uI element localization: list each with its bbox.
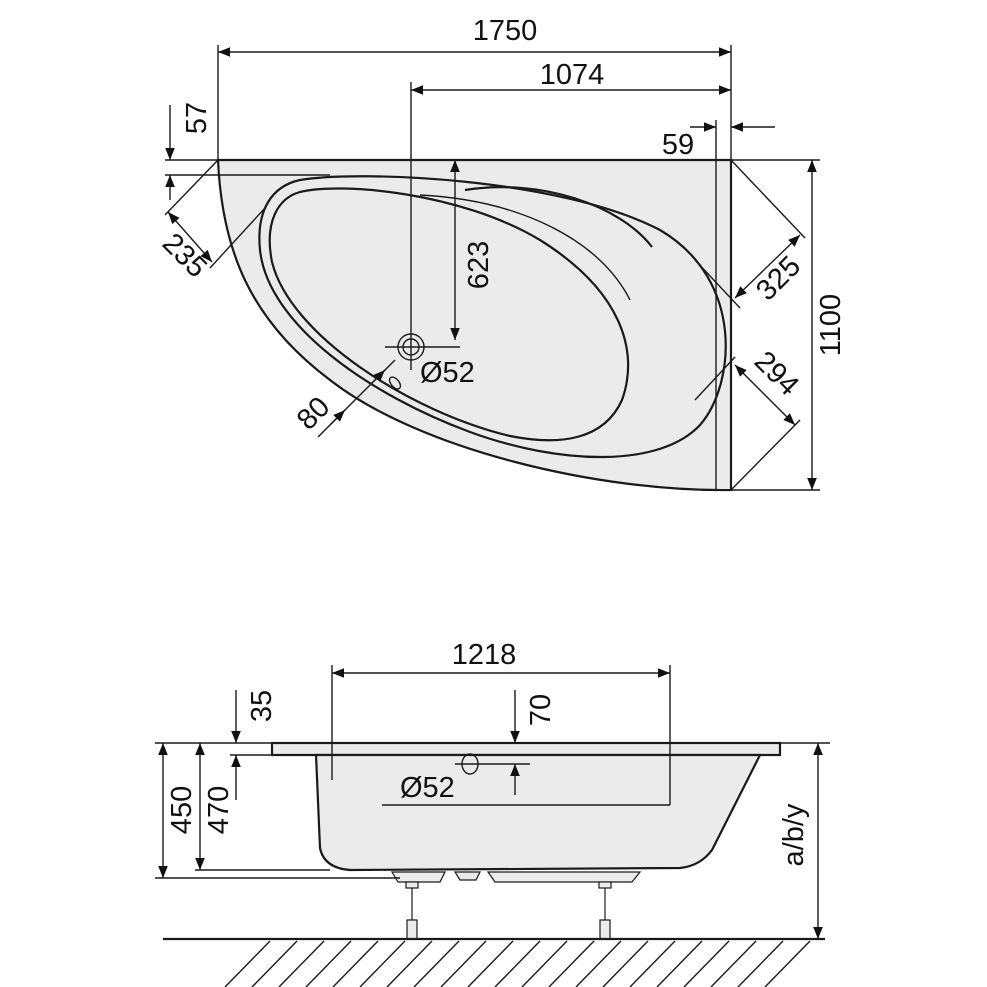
hatch-line	[440, 940, 487, 987]
hatch-line	[278, 940, 325, 987]
hatch-line	[251, 940, 298, 987]
hatch-line	[575, 940, 622, 987]
hatch-line	[683, 940, 730, 987]
tub-rim-side	[270, 741, 782, 757]
dim-label-470: 470	[203, 786, 235, 834]
dim-label-450: 450	[166, 786, 198, 834]
hatch-line	[494, 940, 541, 987]
hatch-line	[224, 940, 271, 987]
hatch-line	[602, 940, 649, 987]
hatch-line	[629, 940, 676, 987]
dim-label-leg-height: a/b/y	[778, 803, 810, 866]
tub-body-side	[314, 753, 762, 872]
rim-inner-loop	[268, 187, 630, 442]
top-view: 1750 1074 59 57 235 623 1100 325	[156, 15, 847, 492]
dim-label-235: 235	[156, 227, 213, 284]
dim-label-1218: 1218	[452, 639, 517, 671]
dim-label-80: 80	[291, 391, 336, 436]
dim-label-35: 35	[246, 690, 278, 722]
dim-label-70: 70	[525, 694, 557, 726]
dim-label-59: 59	[662, 129, 694, 161]
dim-label-side-diameter: Ø52	[400, 772, 455, 804]
hatch-line	[521, 940, 568, 987]
hatch-line	[332, 940, 379, 987]
dim-label-294: 294	[748, 345, 805, 402]
overflow-icon	[388, 376, 402, 390]
hatch-line	[467, 940, 514, 987]
dim-label-1100: 1100	[815, 294, 847, 356]
hatch-line	[359, 940, 406, 987]
hatch-line	[548, 940, 595, 987]
side-view: 1218 35 70 Ø52 450 470 a/b/y	[155, 639, 830, 987]
tub-outline-top	[216, 158, 733, 492]
dim-label-623: 623	[463, 241, 495, 289]
dim-label-1074: 1074	[540, 59, 605, 91]
hatch-line	[413, 940, 460, 987]
hatch-line	[737, 940, 784, 987]
floor-hatching	[224, 940, 811, 987]
dim-label-1750: 1750	[473, 15, 538, 47]
hatch-line	[656, 940, 703, 987]
dim-label-drain-diameter: Ø52	[420, 357, 475, 389]
hatch-line	[764, 940, 811, 987]
hatch-line	[386, 940, 433, 987]
dim-label-57: 57	[181, 102, 213, 134]
hatch-line	[710, 940, 757, 987]
backrest-line	[464, 186, 653, 248]
dim-label-325: 325	[750, 250, 807, 307]
tub-feet	[390, 871, 642, 940]
hatch-line	[305, 940, 352, 987]
rim-outer-loop	[258, 175, 727, 459]
